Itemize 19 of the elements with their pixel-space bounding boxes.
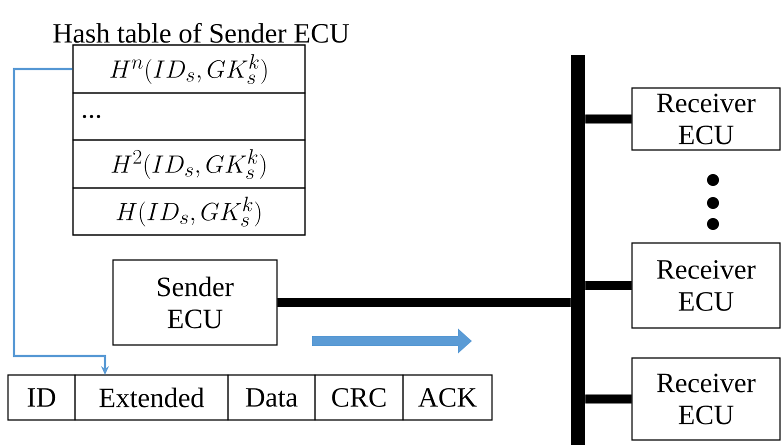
ecu-box: Receiver ECU	[631, 242, 781, 329]
table-cell: ...	[72, 92, 306, 141]
table-cell: $H^{2}(ID_{s},GK_{s}^{k})$	[72, 139, 306, 189]
ecu-box: Receiver ECU	[631, 357, 781, 441]
bus-bar	[571, 55, 585, 445]
frame-field: CRC	[314, 374, 404, 421]
table-cell: $H(ID_{s},GK_{s}^{k})$	[72, 187, 306, 236]
connector	[585, 394, 632, 404]
connector	[278, 298, 571, 307]
ecu-box: Receiver ECU	[631, 87, 781, 151]
frame-field: ACK	[402, 374, 493, 421]
ecu-box: Sender ECU	[112, 259, 278, 346]
frame-field: Extended	[74, 374, 229, 421]
connector	[585, 281, 632, 290]
frame-field: Data	[227, 374, 316, 421]
node-label: Hash table of Sender ECU	[53, 22, 349, 43]
table-cell: $H^{n}(ID_{s},GK_{s}^{k})$	[72, 44, 306, 94]
frame-field: ID	[7, 374, 76, 421]
connector	[585, 114, 632, 124]
